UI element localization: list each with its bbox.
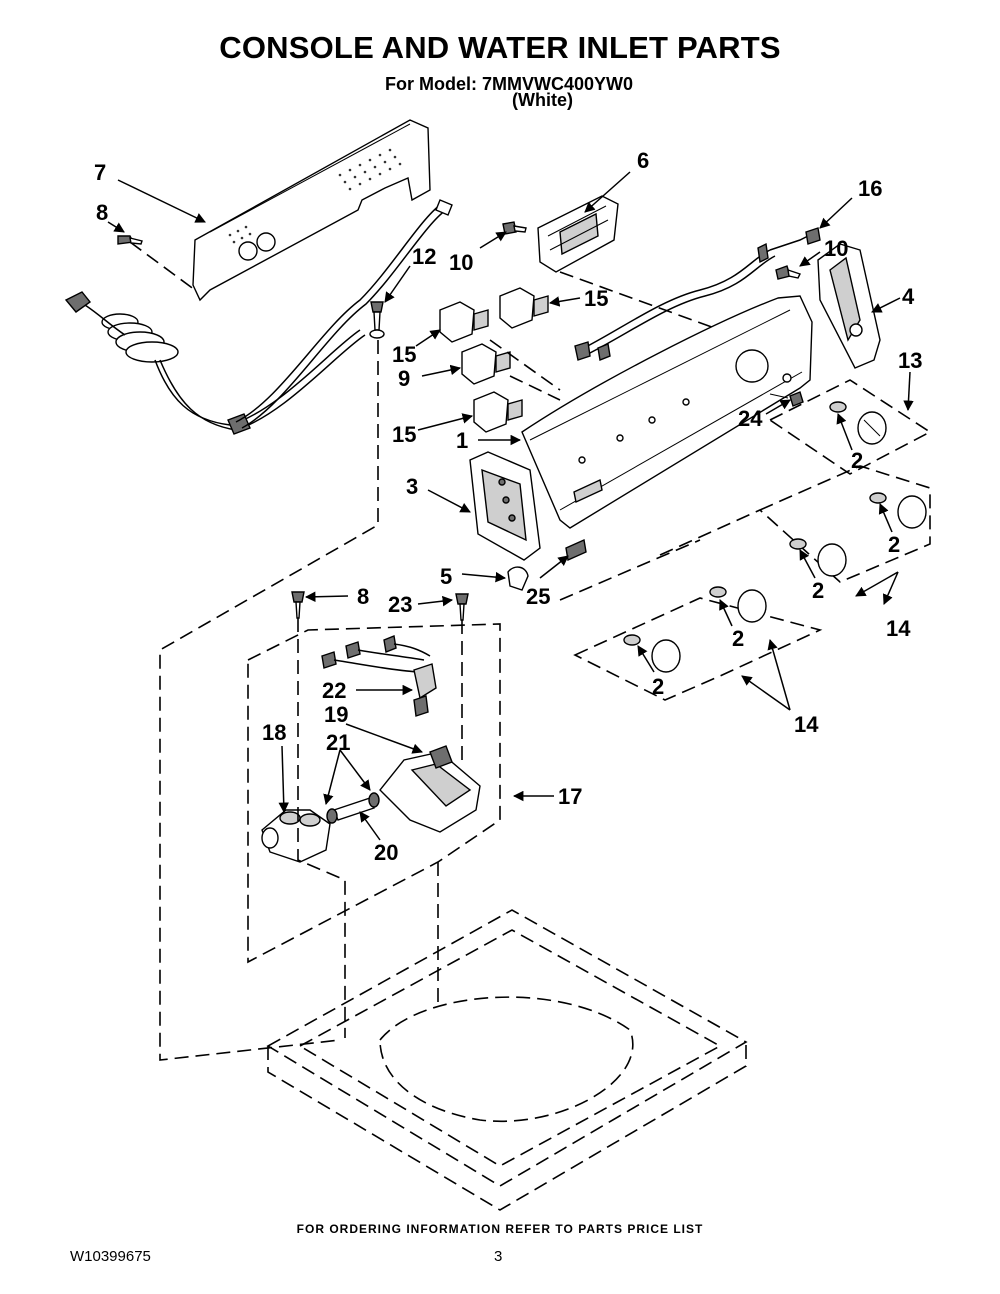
callout-8-lower: 8 xyxy=(357,584,369,609)
callout-20: 20 xyxy=(374,840,398,865)
callout-2-b: 2 xyxy=(888,532,900,557)
end-cap-left-part xyxy=(469,451,541,561)
screw-part-8-top xyxy=(117,235,143,245)
callout-2-c: 2 xyxy=(812,578,824,603)
knob-group-14-lower xyxy=(559,539,823,701)
knob-group-14-upper xyxy=(659,465,931,583)
callout-14-right: 14 xyxy=(886,616,911,641)
screw-part-24 xyxy=(769,391,804,407)
assembly-line-left xyxy=(159,340,379,1061)
callout-25: 25 xyxy=(526,584,550,609)
screw-part-12 xyxy=(369,301,385,339)
inlet-harness-part-22 xyxy=(321,635,437,717)
callout-21: 21 xyxy=(326,730,350,755)
callout-15-left: 15 xyxy=(392,342,416,367)
screw-part-23 xyxy=(455,593,469,621)
end-cap-right-part xyxy=(817,243,881,369)
page-number: 3 xyxy=(494,1248,503,1265)
callout-1: 1 xyxy=(456,428,468,453)
back-panel-part xyxy=(129,119,431,302)
switch-part-9 xyxy=(461,343,511,385)
console-panel-part xyxy=(521,295,813,529)
callout-18: 18 xyxy=(262,720,286,745)
switch-part-15-lower xyxy=(473,391,523,433)
control-board-part xyxy=(537,195,721,331)
callout-6: 6 xyxy=(637,148,649,173)
callout-24: 24 xyxy=(738,406,763,431)
callout-16: 16 xyxy=(858,176,882,201)
switch-part-15-upper xyxy=(499,287,549,329)
callout-5: 5 xyxy=(440,564,452,589)
wire-harness-part xyxy=(574,227,821,361)
callout-10-left: 10 xyxy=(449,250,473,275)
dispenser-part-19 xyxy=(379,745,481,833)
leader-lines xyxy=(107,171,914,841)
ordering-note: FOR ORDERING INFORMATION REFER TO PARTS … xyxy=(296,1222,704,1236)
callout-19: 19 xyxy=(324,702,348,727)
model-line: For Model: 7MMVWC400YW0 xyxy=(385,74,634,94)
callout-12: 12 xyxy=(412,244,436,269)
callout-2-a: 2 xyxy=(851,448,863,473)
inlet-group-outline xyxy=(247,623,501,964)
screw-part-10-right xyxy=(775,265,801,280)
power-cord-part xyxy=(64,199,453,435)
callout-14-lower: 14 xyxy=(794,712,819,737)
knob-group-13 xyxy=(768,379,932,475)
model-variant: (White) xyxy=(512,90,573,110)
callout-8: 8 xyxy=(96,200,108,225)
screw-part-10-left xyxy=(502,221,527,235)
light-pipe-part-25 xyxy=(565,538,587,562)
callout-13: 13 xyxy=(898,348,922,373)
callout-3: 3 xyxy=(406,474,418,499)
screw-part-8-lower xyxy=(291,591,305,619)
callout-22: 22 xyxy=(322,678,346,703)
callout-17: 17 xyxy=(558,784,582,809)
inlet-hose-part-20 xyxy=(326,792,380,824)
switch-part-15-mid xyxy=(439,301,489,343)
callout-2-d: 2 xyxy=(732,626,744,651)
callout-9: 9 xyxy=(398,366,410,391)
document-id: W10399675 xyxy=(70,1248,151,1265)
callout-23: 23 xyxy=(388,592,412,617)
callout-10-right: 10 xyxy=(824,236,848,261)
callout-labels: 7 8 6 16 10 10 12 4 15 15 9 13 15 1 24 2… xyxy=(94,148,922,865)
clip-part-5 xyxy=(507,566,529,591)
callout-15-lower: 15 xyxy=(392,422,416,447)
callout-15-right: 15 xyxy=(584,286,608,311)
callout-7: 7 xyxy=(94,160,106,185)
page-title: CONSOLE AND WATER INLET PARTS xyxy=(219,30,781,65)
water-valve-part-18 xyxy=(261,809,331,863)
callout-4: 4 xyxy=(902,284,915,309)
top-cabinet-part xyxy=(266,909,748,1211)
callout-2-e: 2 xyxy=(652,674,664,699)
